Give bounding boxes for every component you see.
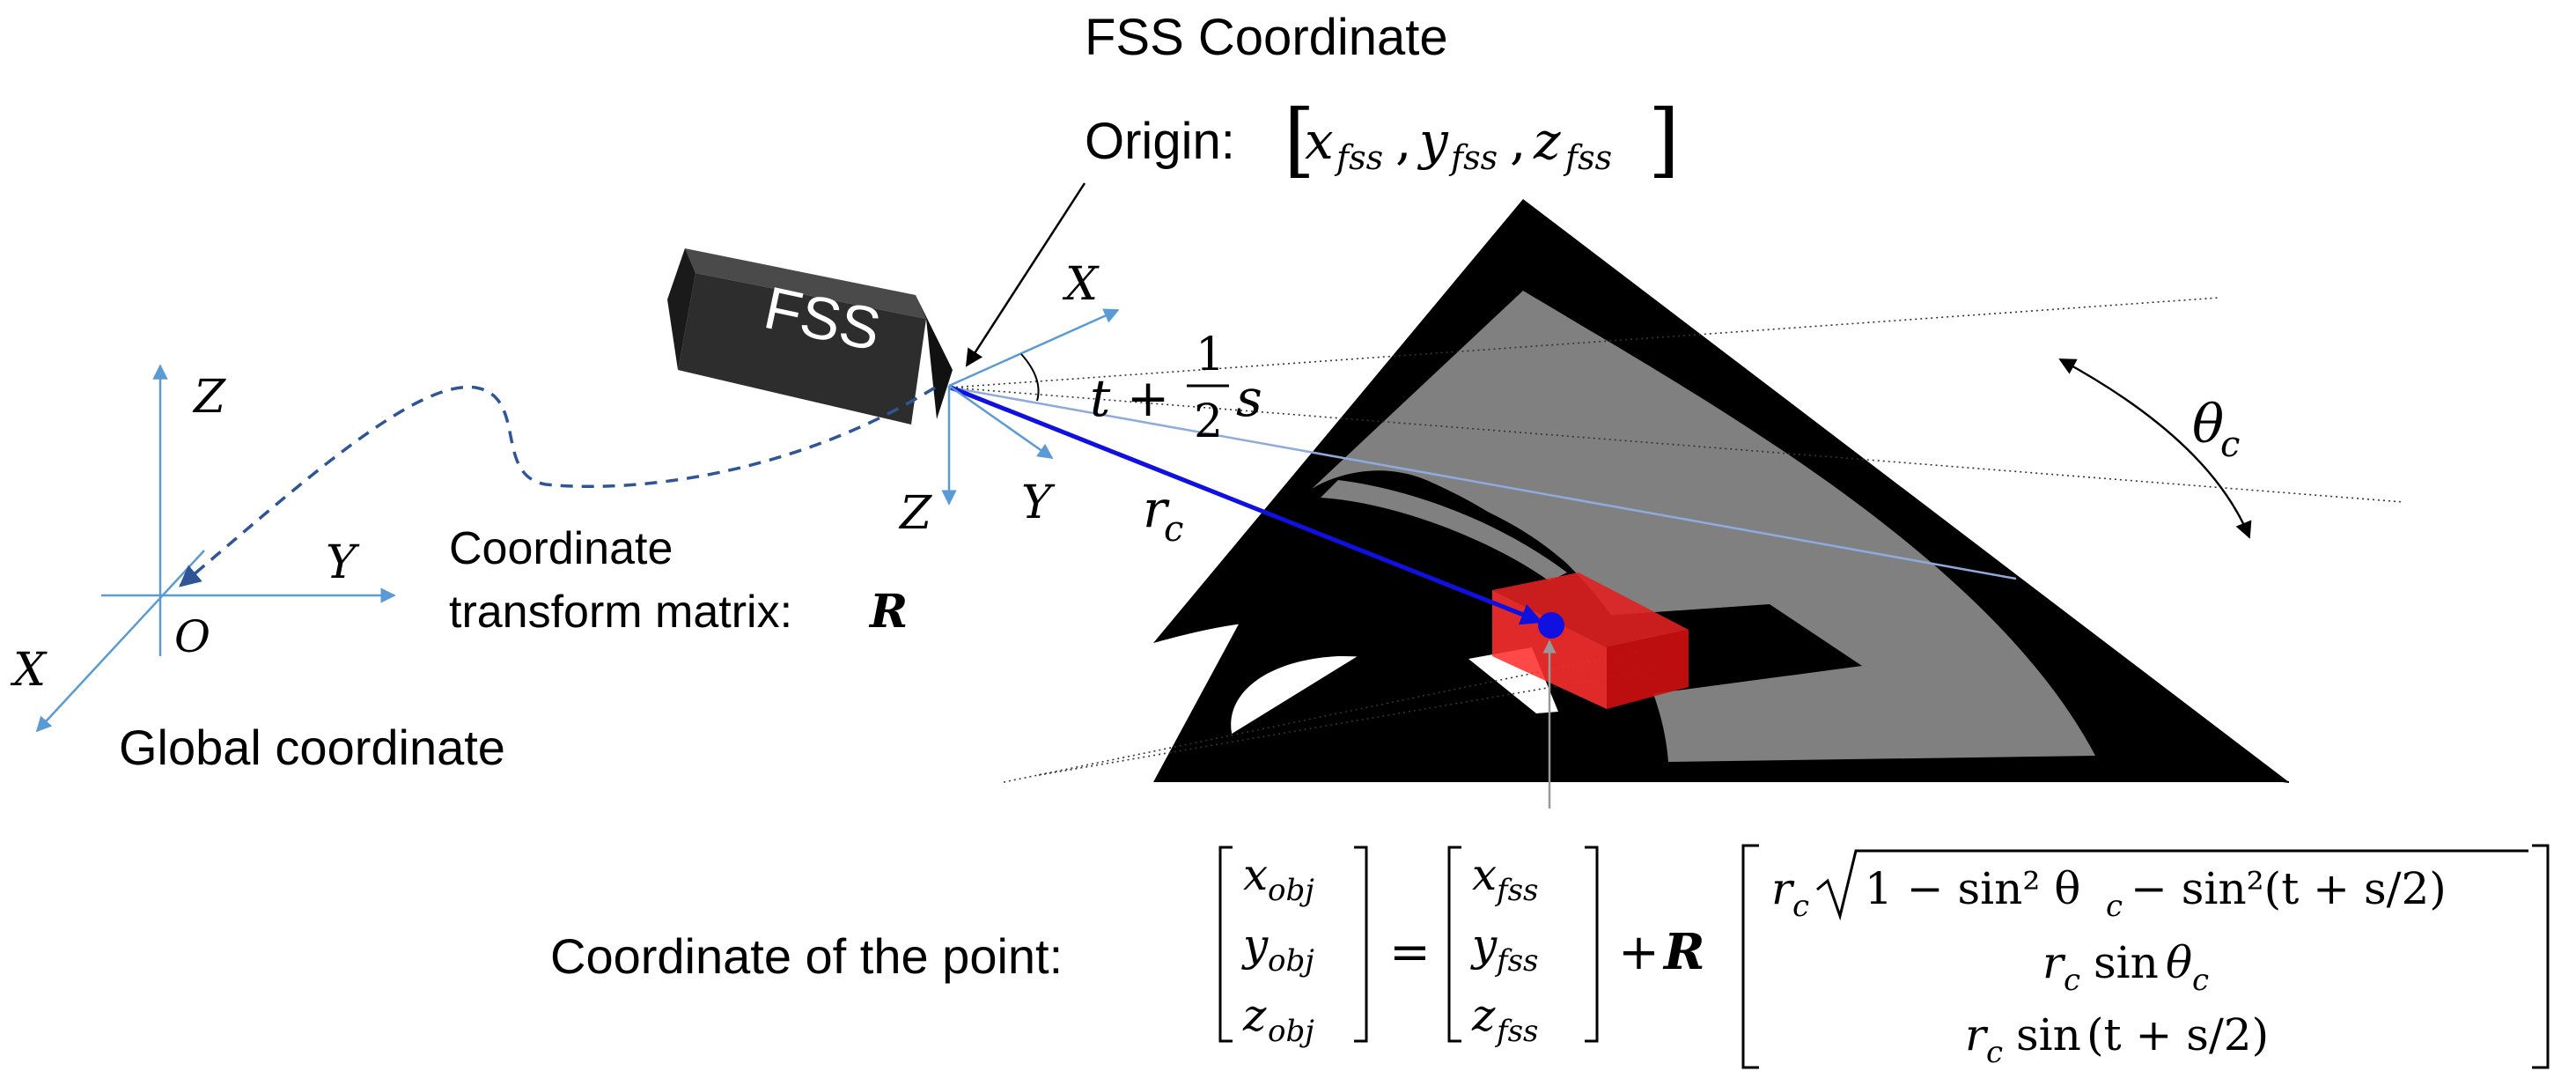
row3-args: (t + s/2) [2087, 1009, 2269, 1060]
guide-upper [950, 297, 2219, 388]
vec-obj-y-sub: obj [1268, 943, 1314, 979]
object-top [1492, 573, 1689, 647]
angle-arc-t [1020, 353, 1040, 402]
range-ray [950, 385, 1543, 625]
vec-fss-bracket-right [1585, 846, 1599, 1043]
fss-label-z: Z [898, 487, 932, 540]
sector-edge-right [2094, 755, 2290, 783]
row1-sqrt [1816, 849, 2528, 921]
vec-obj-x: x [1243, 849, 1268, 900]
global-label-y: Y [326, 536, 360, 589]
transform-label-line1: Coordinate [449, 523, 673, 574]
t-plus: t + [1090, 368, 1169, 428]
fss-local-axes [941, 308, 1120, 506]
equals-sign: = [1389, 924, 1431, 981]
angle-t-half-s: t + 1 2 s [1090, 329, 1262, 448]
frac-den: 2 [1194, 395, 1223, 448]
vec-obj-y: y [1241, 920, 1269, 971]
ray-to-edge [950, 386, 2017, 580]
theta-symbol: θ [2192, 394, 2224, 455]
row1-r-sub: c [1792, 889, 1809, 924]
global-label-z: Z [192, 371, 226, 424]
origin-y-sub: fss [1448, 138, 1498, 177]
point-coordinate-label: Coordinate of the point: [550, 928, 1063, 984]
r-sub: c [1164, 509, 1183, 550]
origin-x: x [1305, 111, 1334, 171]
row3-r: r [1965, 1009, 1989, 1060]
row3-r-sub: c [1986, 1035, 2003, 1070]
origin-expression: Origin: [ x fss , y fss , z fss ] [1085, 92, 1680, 187]
vec-fss-y-sub: fss [1494, 943, 1538, 979]
vec-fss-bracket-left [1447, 846, 1461, 1043]
fss-label-x: X [1062, 258, 1100, 311]
scan-sector [1153, 199, 2290, 783]
theta-arc [2058, 358, 2252, 539]
origin-bracket-open: [ [1284, 92, 1315, 187]
vec-obj-bracket-left [1218, 846, 1233, 1043]
transform-matrix-symbol: R [868, 585, 908, 639]
vec-obj-z: z [1242, 990, 1267, 1041]
global-axis-x [35, 550, 205, 733]
vec-fss-x: x [1472, 849, 1497, 900]
origin-x-sub: fss [1334, 138, 1383, 177]
theta-label: θ c [2192, 394, 2240, 465]
fss-coordinate-title: FSS Coordinate [1085, 9, 1448, 66]
fss-box-right [916, 295, 953, 419]
transform-label-line2: transform matrix: [449, 587, 792, 638]
origin-y: y [1417, 111, 1449, 171]
row3-sin: sin [2016, 1009, 2081, 1060]
origin-z: z [1533, 111, 1561, 171]
vec-fss-y: y [1470, 920, 1498, 971]
vec-main-bracket-right [2532, 844, 2550, 1069]
global-axes [35, 364, 396, 733]
global-label-x: X [10, 644, 48, 697]
vec-fss-z-sub: fss [1494, 1014, 1538, 1049]
point-equation: Coordinate of the point: x obj y obj z o… [550, 844, 2550, 1070]
target-point [1538, 612, 1564, 639]
row1-sqrt-body: 1 − sin² θ [1865, 863, 2080, 914]
vec-obj-x-sub: obj [1268, 873, 1314, 908]
row1-theta-sub: c [2106, 889, 2123, 924]
origin-bracket-close: ] [1648, 92, 1680, 187]
sector-gray-inner [1321, 480, 1567, 581]
vec-obj-z-sub: obj [1268, 1014, 1314, 1049]
row2-theta-sub: c [2192, 963, 2209, 998]
row1-r: r [1771, 863, 1795, 914]
global-label-o: O [174, 611, 210, 662]
fss-box-left [667, 248, 696, 370]
plus-sign: + [1618, 924, 1660, 981]
fss-axis-y [948, 384, 1054, 460]
global-coordinate-label: Global coordinate [119, 720, 505, 775]
range-label: r c [1143, 479, 1183, 550]
s-symbol: s [1236, 368, 1262, 428]
object-side [1607, 630, 1689, 709]
vec-obj-bracket-right [1354, 846, 1368, 1043]
row2-r: r [2042, 937, 2066, 988]
vec-fss-x-sub: fss [1494, 873, 1538, 908]
theta-sub: c [2220, 425, 2240, 465]
origin-comma-2: , [1510, 111, 1526, 171]
fss-box-front [678, 273, 926, 425]
matrix-R: R [1662, 923, 1705, 981]
row2-sin: sin [2094, 937, 2159, 988]
origin-comma-1: , [1395, 111, 1411, 171]
vec-main-bracket-left [1741, 844, 1759, 1069]
frac-num: 1 [1196, 329, 1225, 381]
fss-box-top [685, 248, 926, 319]
row1-minus-sin2: − sin²(t + s/2) [2131, 863, 2447, 914]
guide-bottom-short [1038, 669, 1656, 776]
sector-gray-band [1312, 291, 2095, 762]
transform-path [179, 385, 936, 587]
fss-label-y: Y [1021, 477, 1056, 529]
row2-r-sub: c [2064, 963, 2080, 998]
vec-fss-z: z [1471, 990, 1496, 1041]
row2-theta: θ [2166, 937, 2192, 988]
r-symbol: r [1143, 479, 1170, 539]
fss-axis-x [948, 308, 1120, 388]
origin-leader [965, 182, 1086, 367]
origin-prefix: Origin: [1085, 113, 1235, 170]
fss-box: FSS [667, 248, 953, 425]
origin-z-sub: fss [1563, 138, 1612, 177]
